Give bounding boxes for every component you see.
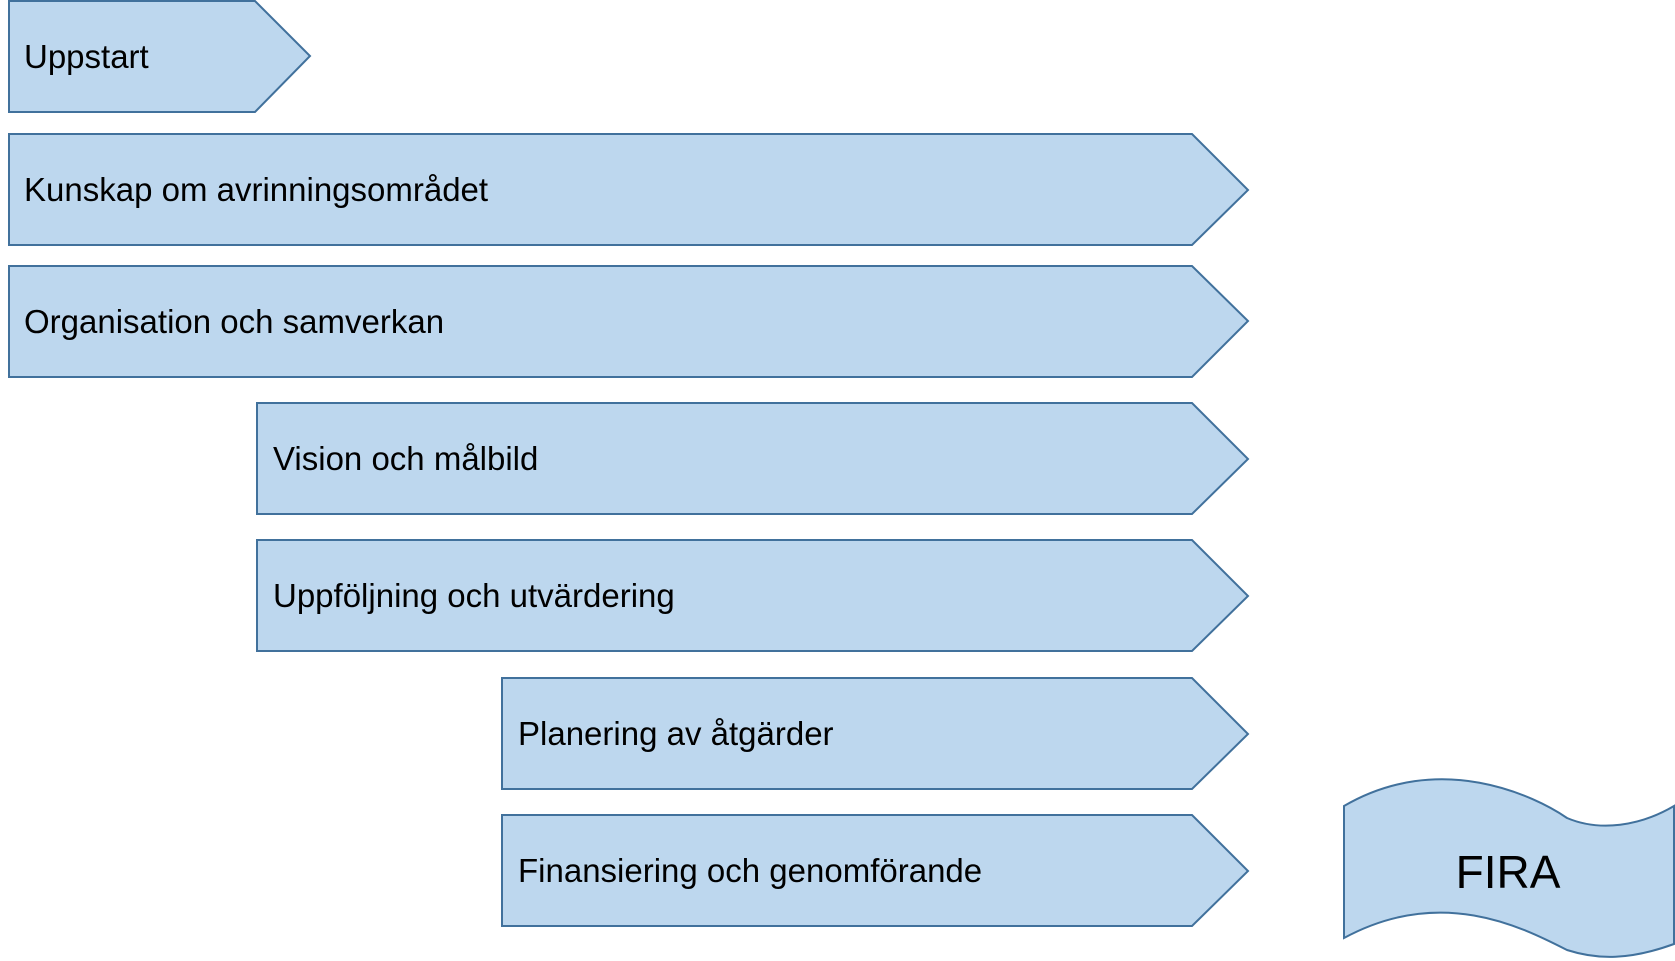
fira-flag: FIRA	[1343, 778, 1675, 958]
step-planering: Planering av åtgärder	[501, 677, 1250, 790]
step-kunskap: Kunskap om avrinningsområdet	[8, 133, 1250, 246]
step-label: Kunskap om avrinningsområdet	[24, 171, 488, 208]
step-label: Uppstart	[24, 38, 149, 75]
chevron-arrow-shape	[256, 402, 1250, 515]
chevron-arrow-shape	[8, 133, 1250, 246]
step-label: Planering av åtgärder	[518, 715, 834, 752]
step-uppfoljning: Uppföljning och utvärdering	[256, 539, 1250, 652]
step-label: Organisation och samverkan	[24, 303, 444, 340]
chevron-arrow-shape	[501, 814, 1250, 927]
chevron-arrow-shape	[8, 0, 312, 113]
step-finansiering: Finansiering och genomförande	[501, 814, 1250, 927]
step-vision: Vision och målbild	[256, 402, 1250, 515]
flag-label: FIRA	[1456, 846, 1561, 898]
step-label: Vision och målbild	[273, 440, 538, 477]
wave-flag-shape	[1343, 778, 1675, 958]
step-uppstart: Uppstart	[8, 0, 312, 113]
step-organisation: Organisation och samverkan	[8, 265, 1250, 378]
chevron-arrow-shape	[8, 265, 1250, 378]
step-label: Finansiering och genomförande	[518, 852, 982, 889]
chevron-arrow-shape	[501, 677, 1250, 790]
chevron-arrow-shape	[256, 539, 1250, 652]
step-label: Uppföljning och utvärdering	[273, 577, 675, 614]
